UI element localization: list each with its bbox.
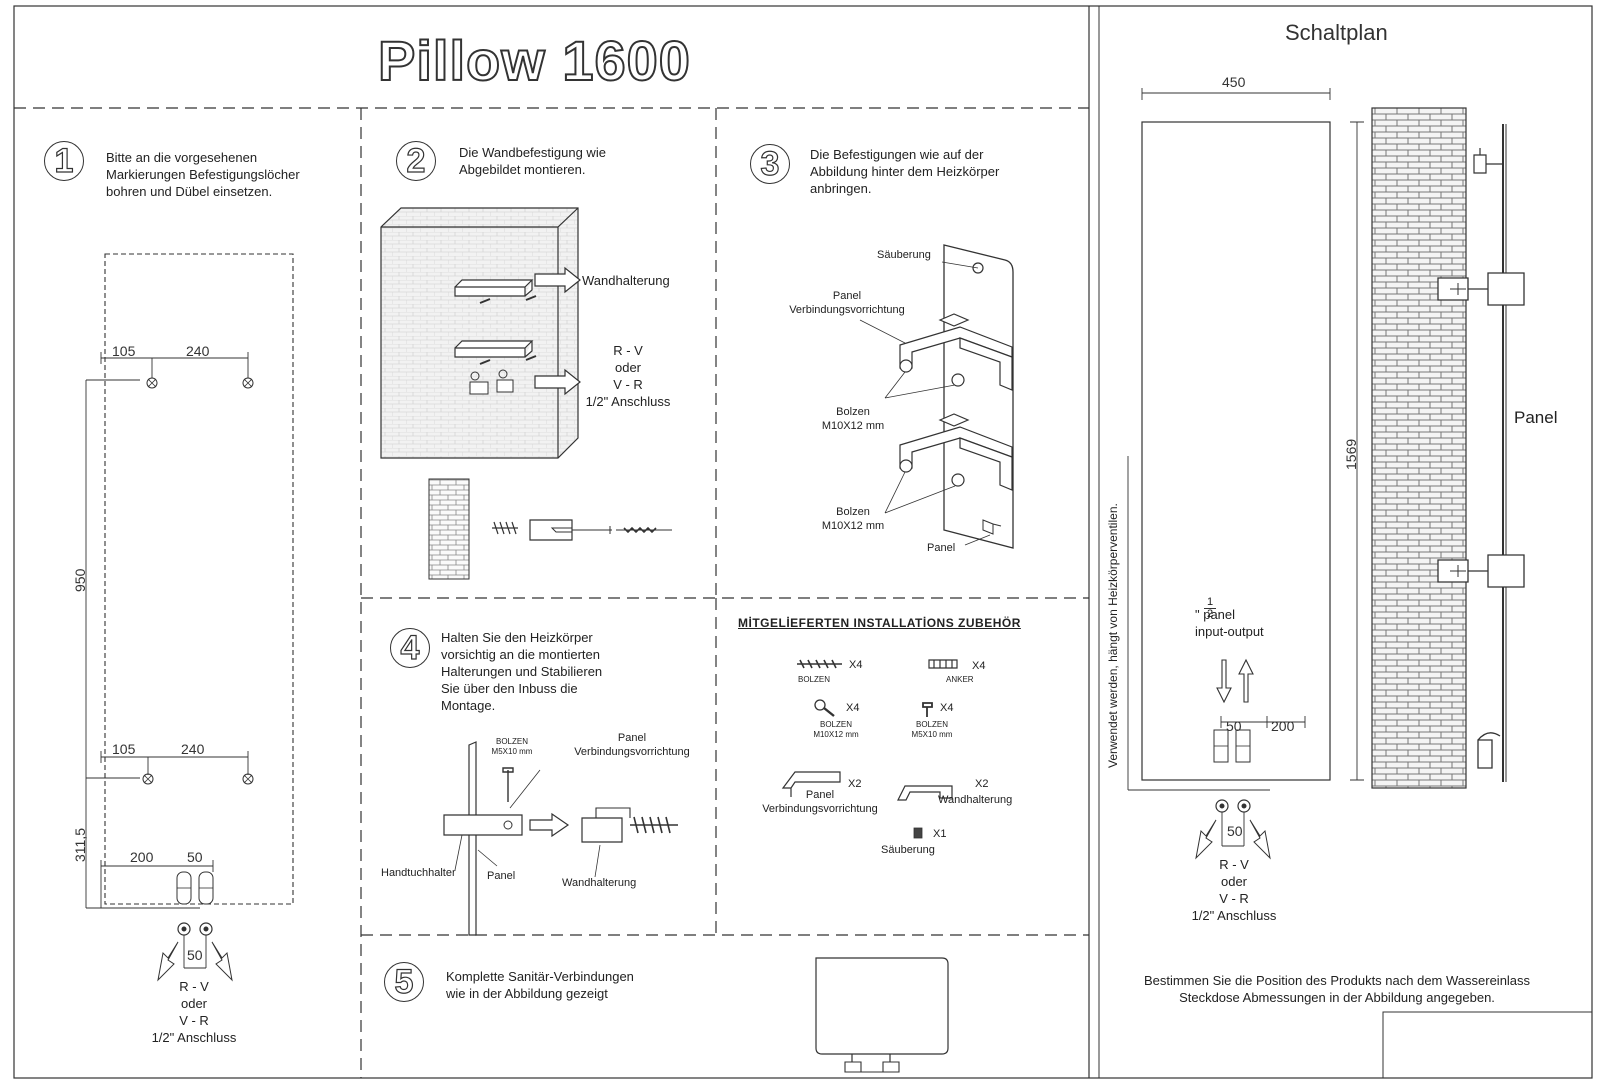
step3-label-cleaning: Säuberung <box>877 249 931 261</box>
schaltplan-dim-50-bottom: 50 <box>1227 823 1243 839</box>
step3-label-connector: Panel Verbindungsvorrichtung <box>789 290 905 316</box>
schaltplan-io-label: " panel input-output <box>1195 607 1264 639</box>
step1-dim-240-bottom: 240 <box>181 741 205 757</box>
acc-label-wall-bracket: Wandhalterung <box>938 794 1013 806</box>
step1-dim-50: 50 <box>187 849 203 865</box>
acc-label-bolt-m5: BOLZEN M5X10 mm <box>911 720 953 739</box>
step2-label-connection: R - V oder V - R 1/2" Anschluss <box>585 343 671 409</box>
schaltplan-heading: Schaltplan <box>1285 20 1388 45</box>
schaltplan-io-fraction-num: 1 <box>1204 597 1216 609</box>
step4-mounting-detail <box>443 741 678 936</box>
acc-label-cleaning: Säuberung <box>881 844 935 856</box>
accessory-icons <box>781 659 958 839</box>
acc-label-bolt-m10: BOLZEN M10X12 mm <box>813 720 859 739</box>
step3-instruction: Die Befestigungen wie auf der Abbildung … <box>810 147 1000 196</box>
step4-label-panel: Panel <box>487 870 516 882</box>
schaltplan-io-fraction-den: 2 <box>1206 608 1214 620</box>
schaltplan-dim-height: 1569 <box>1343 438 1359 470</box>
step1-dim-105-top: 105 <box>112 343 136 359</box>
step1-dim-240-top: 240 <box>186 343 210 359</box>
step4-instruction: Halten Sie den Heizkörper vorsichtig an … <box>441 630 603 713</box>
page-title: Pillow 1600 <box>377 28 691 93</box>
step2-wall-drawing <box>380 207 672 580</box>
step4-number: 4 <box>390 628 430 668</box>
acc-label-bolt: BOLZEN <box>798 675 831 684</box>
step3-label-bolt-upper: Bolzen M10X12 mm <box>821 406 885 432</box>
step1-dim-200: 200 <box>130 849 154 865</box>
section-dividers <box>14 107 1089 1078</box>
step5-radiator-drawing <box>815 957 949 1073</box>
schaltplan-panel-label: Panel <box>1514 408 1558 427</box>
step2-number: 2 <box>396 141 436 181</box>
schaltplan-connection-label: R - V oder V - R 1/2" Anschluss <box>1191 857 1277 923</box>
step2-instruction: Die Wandbefestigung wie Abgebildet monti… <box>459 145 606 177</box>
step5-instruction: Komplette Sanitär-Verbindungen wie in de… <box>446 969 634 1001</box>
step4-label-connector: Panel Verbindungsvorrichtung <box>574 732 690 758</box>
acc-qty-bolt-m5: X4 <box>940 702 954 714</box>
acc-qty-wall-bracket: X2 <box>975 778 989 790</box>
step1-connection-label: R - V oder V - R 1/2" Anschluss <box>151 979 237 1045</box>
step1-dim-50-bottom: 50 <box>187 947 203 963</box>
step4-label-towel-holder: Handtuchhalter <box>381 867 456 879</box>
schaltplan-dim-50: 50 <box>1226 718 1242 734</box>
accessories-heading: MİTGELİEFERTEN INSTALLATİONS ZUBEHÖR <box>738 616 1021 630</box>
step2-label-wall-bracket: Wandhalterung <box>582 273 670 288</box>
acc-qty-bolt: X4 <box>849 659 863 671</box>
acc-label-anchor: ANKER <box>946 675 974 684</box>
step3-label-panel: Panel <box>927 542 956 554</box>
schaltplan-drawing <box>1127 88 1525 860</box>
acc-label-connector: Panel Verbindungsvorrichtung <box>762 789 878 815</box>
acc-qty-anchor: X4 <box>972 660 986 672</box>
step4-label-bolt: BOLZEN M5X10 mm <box>491 737 533 756</box>
step1-dim-105-bottom: 105 <box>112 741 136 757</box>
step1-dim-950: 950 <box>72 568 88 592</box>
step1-number: 1 <box>44 141 84 181</box>
step3-number: 3 <box>750 144 790 184</box>
page-frame <box>13 5 1593 1079</box>
step1-wall-template <box>85 253 294 982</box>
step4-label-wall-bracket: Wandhalterung <box>562 877 637 889</box>
step3-bracket-assembly <box>859 244 1014 549</box>
step3-label-bolt-lower: Bolzen M10X12 mm <box>821 506 885 532</box>
acc-qty-bolt-m10: X4 <box>846 702 860 714</box>
schaltplan-dim-200: 200 <box>1271 718 1295 734</box>
schaltplan-dim-width: 450 <box>1222 74 1246 90</box>
step5-number: 5 <box>384 962 424 1002</box>
acc-qty-cleaning: X1 <box>933 828 947 840</box>
schaltplan-footer-note: Bestimmen Sie die Position des Produkts … <box>1143 973 1531 1005</box>
step1-instruction: Bitte an die vorgesehenen Markierungen B… <box>106 150 300 199</box>
schaltplan-vertical-note: Verwendet werden, hängt von Heizkörperve… <box>1106 503 1120 768</box>
step1-dim-311-5: 311,5 <box>72 828 88 862</box>
acc-qty-connector: X2 <box>848 778 862 790</box>
